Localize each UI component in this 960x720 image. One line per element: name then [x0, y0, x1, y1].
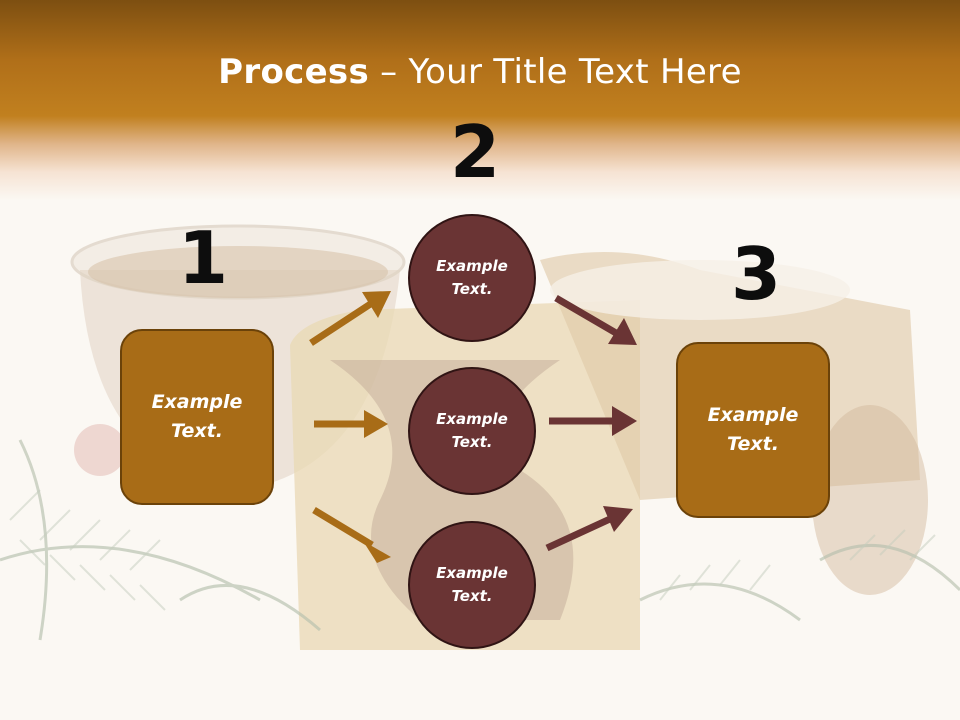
step-number-2: 2	[450, 110, 501, 194]
process-box-end: Example Text.	[676, 342, 830, 518]
process-circle-middle-label: Example Text.	[436, 410, 508, 451]
arrow-left-to-top	[309, 291, 391, 346]
arrow-left-to-middle	[314, 410, 388, 438]
process-box-start: Example Text.	[120, 329, 274, 505]
title-rest: – Your Title Text Here	[369, 52, 742, 92]
arrow-top-to-right	[554, 294, 637, 345]
process-circle-bottom-label: Example Text.	[436, 564, 508, 605]
process-circle-middle: Example Text.	[408, 367, 536, 495]
header-band	[0, 0, 960, 200]
arrow-middle-to-right	[549, 406, 637, 436]
slide-title: Process – Your Title Text Here	[0, 52, 960, 92]
process-box-start-label: Example Text.	[151, 391, 243, 442]
process-box-end-label: Example Text.	[707, 404, 799, 455]
arrow-bottom-to-right	[545, 506, 633, 552]
arrow-left-to-bottom	[312, 507, 391, 563]
step-number-3: 3	[731, 232, 782, 316]
title-bold: Process	[218, 52, 370, 92]
step-number-1: 1	[178, 216, 229, 300]
process-circle-bottom: Example Text.	[408, 521, 536, 649]
process-circle-top-label: Example Text.	[436, 257, 508, 298]
process-circle-top: Example Text.	[408, 214, 536, 342]
